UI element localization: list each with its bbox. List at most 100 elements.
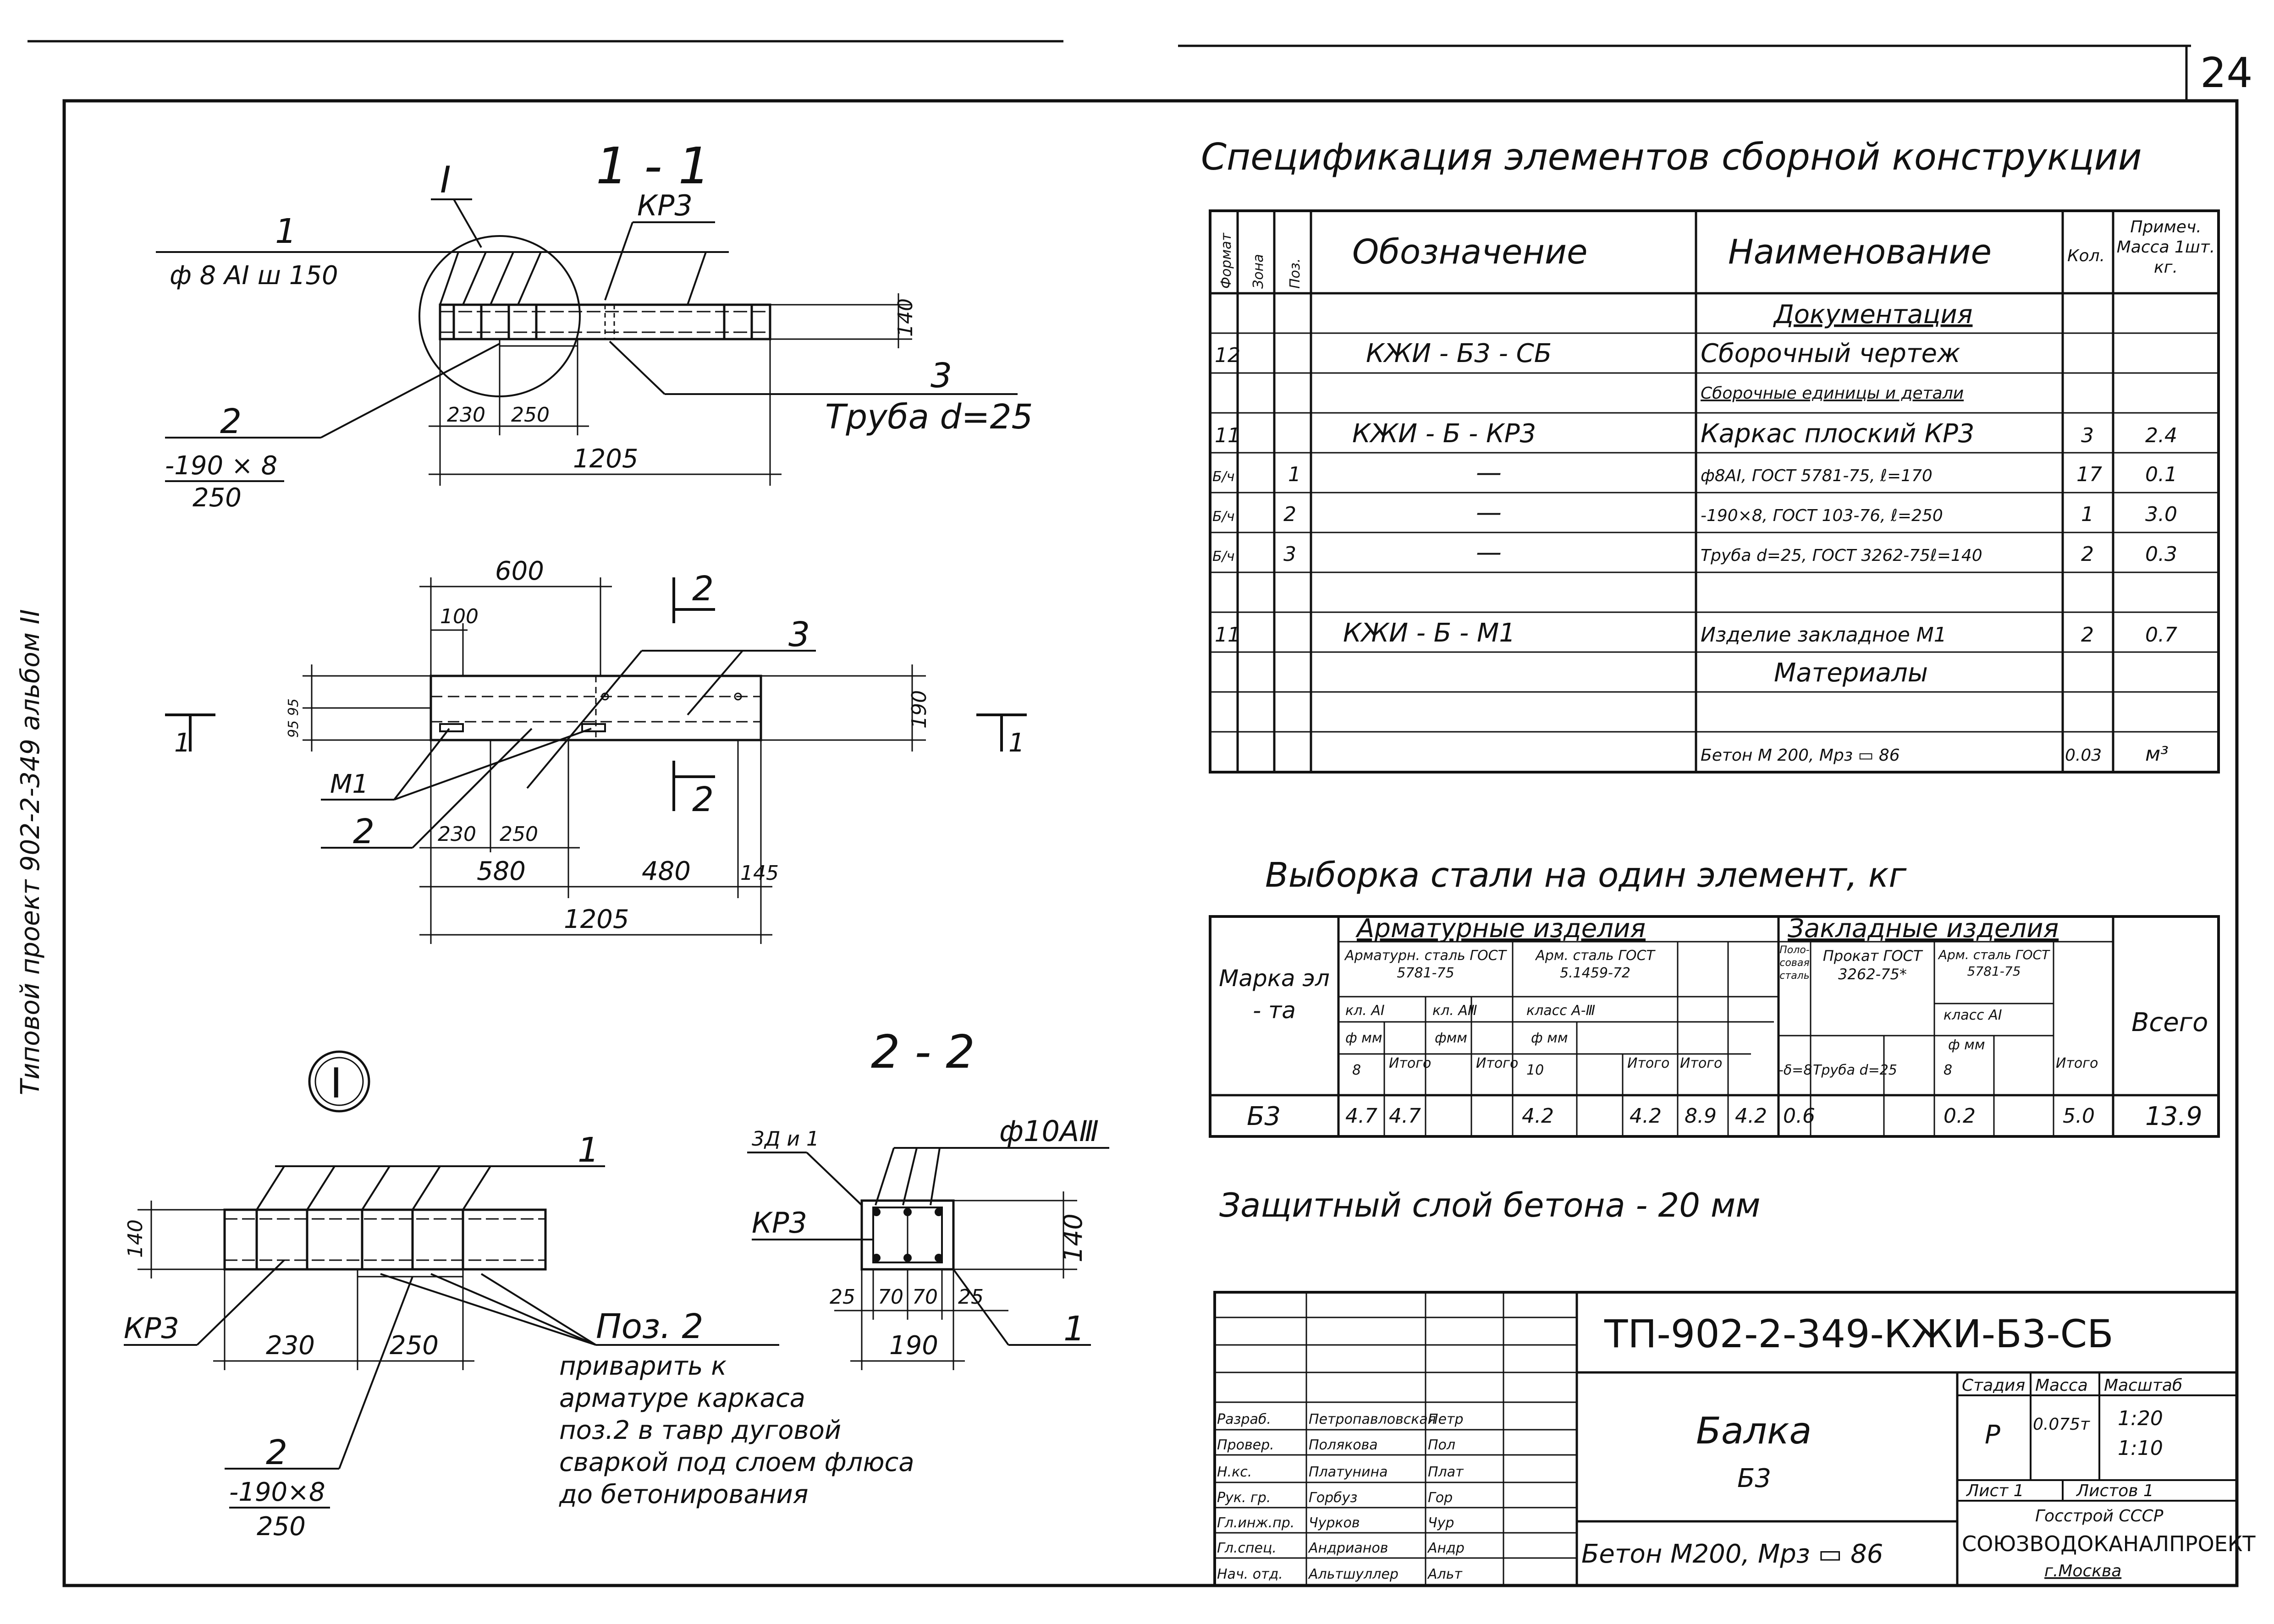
section-2-dim-190: 190 <box>889 1331 938 1361</box>
section-2-title: 2 - 2 <box>871 1025 975 1079</box>
protective-layer: Защитный слой бетона - 20 мм <box>1219 1186 1761 1224</box>
spec-name: Документация <box>1773 300 1972 329</box>
plan-dim-580: 580 <box>477 856 526 886</box>
node-I-plate-pos: 2 <box>266 1433 287 1472</box>
staff-role: Провер. <box>1217 1437 1274 1453</box>
spec-fmt: Б/ч <box>1212 509 1234 525</box>
plate-size: -190 × 8 <box>165 451 277 481</box>
section-2-kr3: КР3 <box>752 1206 807 1240</box>
steel-cell: 4.7 <box>1389 1104 1421 1128</box>
node-I: I 1 140 КР3 <box>124 1050 914 1542</box>
steel-table: Выборка стали на один элемент, кг Марка … <box>1209 856 2220 1138</box>
spec-h-name: Наименование <box>1728 232 1992 272</box>
spec-name: Сборочные единицы и детали <box>1701 384 1964 403</box>
staff-sign: Петр <box>1428 1411 1464 1427</box>
spec-note: 3.0 <box>2145 503 2177 526</box>
org-ministry: Госстрой СССР <box>2035 1507 2164 1525</box>
spec-h-pos: Поз. <box>1287 258 1303 289</box>
dim-1205: 1205 <box>573 444 639 474</box>
steel-h-armature: Арматурные изделия <box>1355 914 1646 944</box>
spec-row-0: Документация <box>1773 300 1972 329</box>
steel-h-d8: 8 <box>1352 1062 1361 1078</box>
node-I-dim-250: 250 <box>390 1331 439 1361</box>
cut-2-bottom: 2 <box>692 780 714 819</box>
spec-table: Спецификация элементов сборной конструкц… <box>1201 136 2220 774</box>
spec-name: Сборочный чертеж <box>1701 339 1960 368</box>
element-mark: Б3 <box>1737 1464 1771 1493</box>
node-I-dim-230: 230 <box>266 1331 315 1361</box>
note-line-3: поз.2 в тавр дуговой <box>559 1416 841 1445</box>
steel-title: Выборка стали на один элемент, кг <box>1265 856 1907 895</box>
plan-pos-3: 3 <box>788 615 810 654</box>
spec-name: Труба d=25, ГОСТ 3262-75ℓ=140 <box>1701 546 1982 565</box>
stage-label: Стадия <box>1962 1376 2025 1395</box>
staff-role: Разраб. <box>1217 1411 1271 1427</box>
spec-h-designation: Обозначение <box>1352 232 1587 272</box>
steel-cell: Б3 <box>1247 1102 1281 1131</box>
spec-row-10: Бетон М 200, Мрз ▭ 86 0.03 м³ <box>1701 742 2169 766</box>
material-line: Бетон М200, Мрз ▭ 86 <box>1581 1539 1883 1569</box>
spec-h-qty: Кол. <box>2067 247 2105 265</box>
bar-leaders <box>439 252 707 305</box>
spec-note: 0.3 <box>2145 543 2177 566</box>
staff-role: Нач. отд. <box>1217 1566 1283 1582</box>
steel-row-b3: Б3 4.7 4.7 4.2 4.2 8.9 4.2 0.6 0.2 5.0 1… <box>1247 1102 2202 1131</box>
staff-row-4: Гл.инж.пр. Чурков Чур <box>1217 1515 1454 1531</box>
spec-desig: — <box>1476 458 1502 488</box>
mass-label: Масса <box>2035 1376 2088 1395</box>
cut-1-right: 1 <box>1008 728 1025 758</box>
steel-cell: 4.2 <box>1735 1104 1767 1128</box>
staff-role: Рук. гр. <box>1217 1490 1271 1506</box>
sheets-label: Листов 1 <box>2076 1481 2154 1500</box>
element-name: Балка <box>1696 1410 1811 1452</box>
staff-sign: Пол <box>1428 1437 1455 1453</box>
plan-dim-100: 100 <box>440 605 479 628</box>
steel-h-rolled: Прокат ГОСТ 3262-75* <box>1823 947 1922 983</box>
section-1-title: 1 - 1 <box>596 137 710 195</box>
node-I-plate-len: 250 <box>257 1512 306 1542</box>
note-line-1: приварить к <box>559 1351 727 1381</box>
steel-cell: 4.2 <box>1630 1104 1662 1128</box>
section-2-bars <box>872 1208 943 1262</box>
staff-row-6: Нач. отд. Альтшуллер Альт <box>1217 1566 1463 1582</box>
steel-cell: 4.2 <box>1522 1104 1554 1128</box>
steel-h-class-aiii: кл. АⅢ <box>1432 1003 1477 1019</box>
spec-row-lines <box>1210 332 2219 733</box>
staff-row-5: Гл.спец. Андрианов Андр <box>1217 1540 1465 1556</box>
steel-cell: 0.6 <box>1783 1104 1815 1128</box>
dim-230: 230 <box>447 403 485 427</box>
staff-sign: Чур <box>1428 1515 1454 1531</box>
sheet-label: Лист 1 <box>1966 1481 2024 1500</box>
steel-h-mark: Марка эл - та <box>1219 965 1330 1024</box>
spec-note: 0.1 <box>2145 463 2177 486</box>
steel-h-strip: Поло- совая сталь <box>1779 944 1810 982</box>
bar-10-label: ф10АⅢ <box>999 1114 1099 1148</box>
plate-pos-2: 2 <box>220 402 242 441</box>
pipe-label: Труба d=25 <box>825 397 1033 437</box>
steel-h-phi-2: фмм <box>1435 1030 1467 1046</box>
staff-row-0: Разраб. Петропавловская Петр <box>1217 1411 1464 1427</box>
steel-h-d8b: 8 <box>1944 1062 1952 1078</box>
bar-spec: ф 8 AI ш 150 <box>170 261 338 291</box>
node-I-bar-pos: 1 <box>578 1130 599 1170</box>
steel-h-14590: Арм. сталь ГОСТ 5.1459-72 <box>1536 948 1655 981</box>
note-line-4: сваркой под слоем флюса <box>559 1448 914 1477</box>
mass-value: 0.075т <box>2033 1415 2090 1434</box>
spec-desig: — <box>1476 538 1502 567</box>
spec-name: Бетон М 200, Мрз ▭ 86 <box>1701 746 1900 765</box>
dim-140: 140 <box>894 298 917 337</box>
spec-h-zone: Зона <box>1250 254 1266 289</box>
cut-1-left: 1 <box>174 728 191 758</box>
steel-h-total-1: Итого <box>1389 1055 1431 1071</box>
staff-role: Гл.спец. <box>1217 1540 1277 1556</box>
spec-note: м³ <box>2145 742 2169 766</box>
spec-name: ф8АI, ГОСТ 5781-75, ℓ=170 <box>1701 466 1933 485</box>
org-institute: СОЮЗВОДОКАНАЛПРОЕКТ <box>1962 1531 2256 1556</box>
spec-qty: 0.03 <box>2065 746 2102 765</box>
steel-cell: 4.7 <box>1345 1104 1377 1128</box>
spec-desig: — <box>1476 498 1502 527</box>
section-1-1: 1 - 1 I КР3 1 ф 8 AI ш 150 <box>156 137 1033 513</box>
plate-len: 250 <box>193 483 242 513</box>
spec-title: Спецификация элементов сборной конструкц… <box>1201 136 2142 178</box>
plan-dim-250: 250 <box>500 823 538 846</box>
